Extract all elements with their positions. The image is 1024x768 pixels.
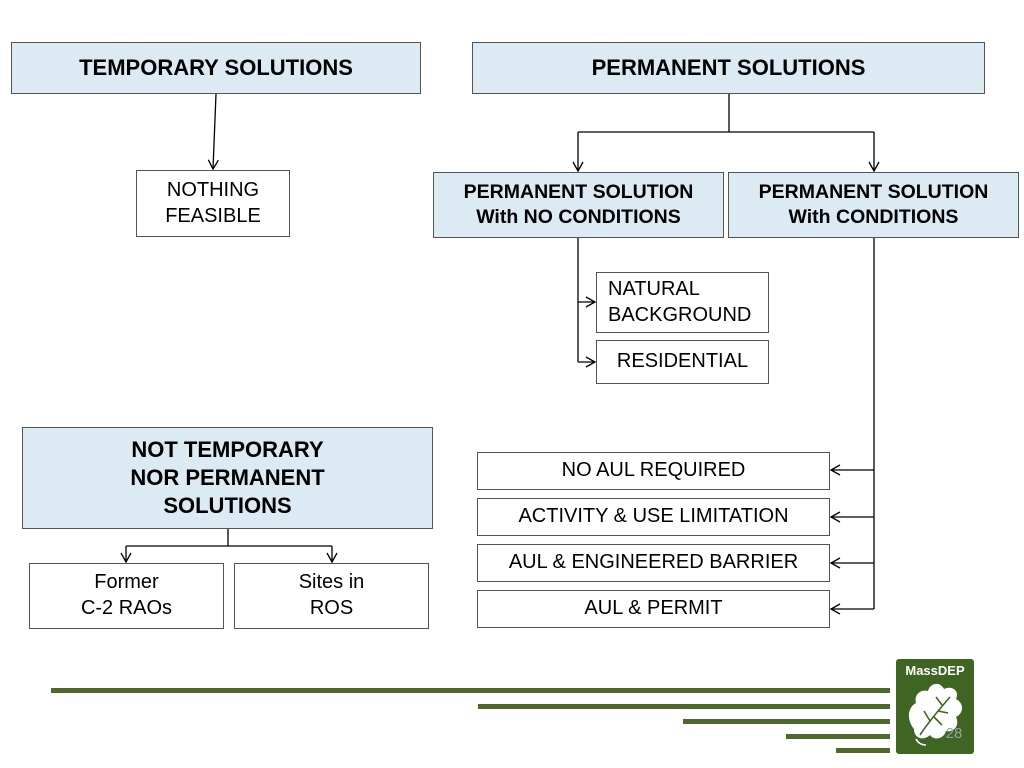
aul-permit-box: AUL & PERMIT (477, 590, 830, 628)
aul-engineered-barrier-box: AUL & ENGINEERED BARRIER (477, 544, 830, 582)
sites-in-ros-box: Sites in ROS (234, 563, 429, 629)
massdep-logo (896, 659, 974, 754)
permanent-with-conditions-box: PERMANENT SOLUTION With CONDITIONS (728, 172, 1019, 238)
footer-rule-5 (836, 748, 890, 753)
footer-rule-3 (683, 719, 890, 724)
footer-rule-4 (786, 734, 890, 739)
permanent-no-conditions-box: PERMANENT SOLUTION With NO CONDITIONS (433, 172, 724, 238)
footer-rule-1 (51, 688, 890, 693)
no-aul-required-box: NO AUL REQUIRED (477, 452, 830, 490)
not-temporary-nor-permanent-box: NOT TEMPORARY NOR PERMANENT SOLUTIONS (22, 427, 433, 529)
residential-box: RESIDENTIAL (596, 340, 769, 384)
permanent-solutions-box: PERMANENT SOLUTIONS (472, 42, 985, 94)
temporary-solutions-box: TEMPORARY SOLUTIONS (11, 42, 421, 94)
activity-use-limitation-box: ACTIVITY & USE LIMITATION (477, 498, 830, 536)
footer-rule-2 (478, 704, 890, 709)
former-c2-raos-box: Former C-2 RAOs (29, 563, 224, 629)
logo-text: MassDEP (905, 663, 965, 678)
connector-temp-to-nothing (207, 93, 219, 171)
nothing-feasible-box: NOTHING FEASIBLE (136, 170, 290, 237)
page-number: 28 (945, 725, 963, 742)
natural-background-box: NATURAL BACKGROUND (596, 272, 769, 333)
